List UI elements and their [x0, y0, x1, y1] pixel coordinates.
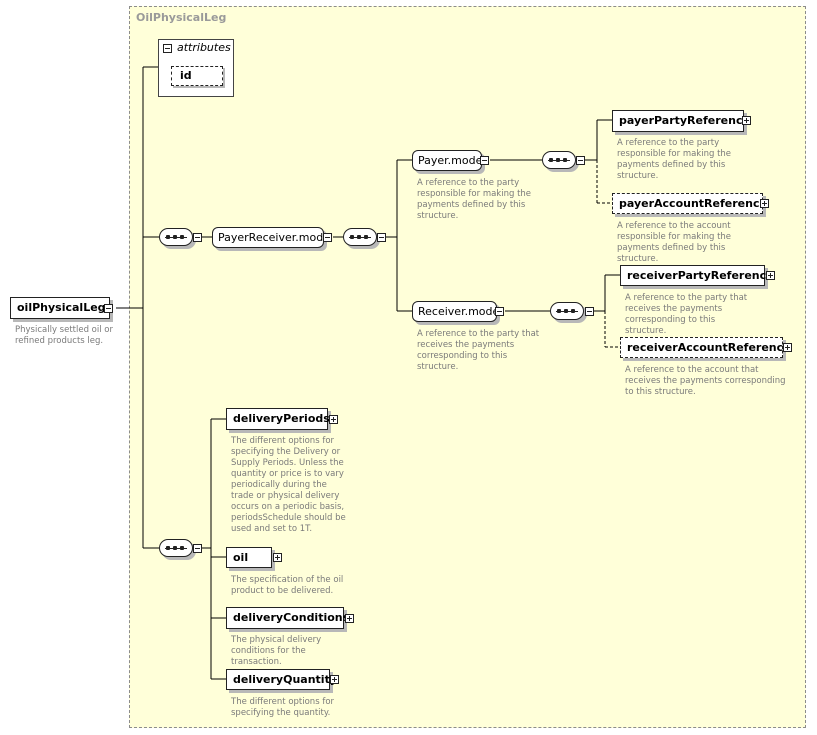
attribute-id[interactable]: id	[171, 66, 223, 86]
element-label: payerPartyReference	[619, 114, 750, 127]
element-payerPartyReference[interactable]: payerPartyReference	[612, 110, 750, 132]
receiver-account-reference-doc: A reference to the account that receives…	[625, 365, 786, 397]
expand-icon[interactable]	[783, 343, 792, 352]
model-label: PayerReceiver.model	[218, 231, 334, 244]
model-label: Payer.model	[418, 154, 486, 167]
oil-doc: The specification of the oil product to …	[231, 575, 344, 596]
sequence-compositor-icon	[343, 228, 377, 246]
group-title: OilPhysicalLeg	[136, 11, 227, 24]
payer-model-doc: A reference to the party responsible for…	[417, 178, 532, 221]
root-doc: Physically settled oil or refined produc…	[15, 325, 114, 346]
element-label: deliveryConditions	[233, 611, 350, 624]
element-deliveryConditions[interactable]: deliveryConditions	[226, 607, 349, 629]
element-payerAccountReference[interactable]: payerAccountReference	[612, 193, 767, 214]
element-label: receiverPartyReference	[627, 269, 774, 282]
expand-icon[interactable]	[760, 199, 769, 208]
collapse-attributes-icon[interactable]	[163, 44, 172, 53]
collapse-icon[interactable]	[193, 544, 202, 553]
receiver-model-doc: A reference to the party that receives t…	[417, 329, 540, 372]
element-label: payerAccountReference	[619, 197, 767, 210]
collapse-icon[interactable]	[323, 233, 332, 242]
collapse-icon[interactable]	[104, 304, 113, 313]
expand-icon[interactable]	[345, 614, 354, 623]
sequence-compositor-icon	[542, 151, 576, 169]
element-oil[interactable]: oil	[226, 547, 272, 568]
collapse-icon[interactable]	[480, 156, 489, 165]
delivery-conditions-doc: The physical delivery conditions for the…	[231, 635, 322, 667]
collapse-icon[interactable]	[377, 233, 386, 242]
root-element-label: oilPhysicalLeg	[17, 301, 106, 314]
expand-icon[interactable]	[273, 553, 282, 562]
model-group-payerreceiver[interactable]: PayerReceiver.model	[212, 227, 333, 248]
delivery-quantity-doc: The different options for specifying the…	[231, 697, 335, 718]
attributes-header: attributes	[177, 41, 231, 54]
payer-account-reference-doc: A reference to the account responsible f…	[617, 221, 732, 264]
element-deliveryQuantity[interactable]: deliveryQuantity	[226, 669, 337, 690]
element-label: oil	[233, 551, 249, 564]
element-receiverPartyReference[interactable]: receiverPartyReference	[620, 265, 774, 286]
expand-icon[interactable]	[742, 116, 751, 125]
expand-icon[interactable]	[766, 271, 775, 280]
model-group-receiver[interactable]: Receiver.model	[412, 301, 502, 322]
element-label: receiverAccountReference	[627, 341, 791, 354]
delivery-periods-doc: The different options for specifying the…	[231, 436, 346, 534]
element-label: deliveryPeriods	[233, 412, 330, 425]
expand-icon[interactable]	[330, 675, 339, 684]
expand-icon[interactable]	[329, 415, 338, 424]
element-deliveryPeriods[interactable]: deliveryPeriods	[226, 408, 330, 430]
root-element-oilPhysicalLeg[interactable]: oilPhysicalLeg	[10, 297, 110, 319]
receiver-party-reference-doc: A reference to the party that receives t…	[625, 293, 748, 336]
sequence-compositor-icon	[159, 228, 193, 246]
sequence-compositor-icon	[159, 539, 193, 557]
sequence-compositor-icon	[550, 302, 584, 320]
collapse-icon[interactable]	[585, 307, 594, 316]
element-receiverAccountReference[interactable]: receiverAccountReference	[620, 337, 791, 358]
collapse-icon[interactable]	[576, 156, 585, 165]
collapse-icon[interactable]	[193, 233, 202, 242]
payer-party-reference-doc: A reference to the party responsible for…	[617, 138, 732, 181]
model-group-payer[interactable]: Payer.model	[412, 150, 486, 171]
element-label: deliveryQuantity	[233, 673, 337, 686]
model-label: Receiver.model	[418, 305, 503, 318]
collapse-icon[interactable]	[495, 307, 504, 316]
